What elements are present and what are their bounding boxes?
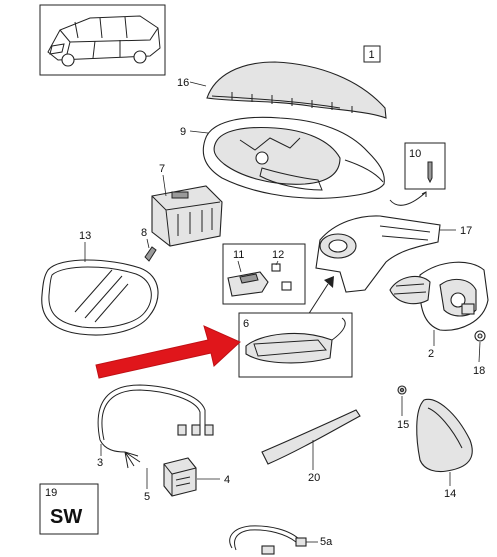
part-13-mirror-glass: 13	[41, 230, 159, 336]
label-11: 11	[233, 249, 244, 261]
label-20: 20	[308, 472, 320, 484]
part-2-mounting-base: 2	[389, 261, 489, 360]
part-20-seal-strip: 20	[261, 409, 361, 484]
label-14: 14	[444, 488, 456, 500]
part-7-motor: 7	[151, 163, 223, 247]
part-5-terminal: 5	[144, 468, 150, 503]
label-6: 6	[243, 318, 249, 330]
part-18-nut: 18	[473, 330, 486, 377]
callout-box-19: 19 SW	[39, 483, 99, 535]
sw-code: SW	[50, 506, 82, 528]
label-10: 10	[409, 148, 421, 160]
assembly-arrow	[307, 276, 334, 316]
label-13: 13	[79, 230, 91, 242]
label-18: 18	[473, 365, 485, 377]
label-8: 8	[141, 227, 147, 239]
part-9-mirror-housing: 9	[180, 116, 385, 199]
part-17-bracket: 17	[315, 215, 472, 293]
callout-box-1: 1	[363, 45, 381, 63]
part-3-cable-harness: 3	[97, 384, 214, 469]
label-2: 2	[428, 348, 434, 360]
label-15: 15	[397, 419, 409, 431]
label-5a: 5a	[320, 536, 333, 548]
callout-box-6: 6	[238, 312, 353, 378]
label-4: 4	[224, 474, 230, 486]
label-9: 9	[180, 126, 186, 138]
part-5a-cable: 5a	[229, 525, 333, 555]
label-19: 19	[45, 487, 57, 499]
label-17: 17	[460, 225, 472, 237]
label-3: 3	[97, 457, 103, 469]
part-15-clip: 15	[397, 385, 409, 431]
label-1: 1	[369, 49, 375, 61]
part-16-cover-cap: 16	[177, 61, 387, 119]
highlight-arrow	[95, 325, 241, 379]
car-thumbnail	[39, 4, 166, 76]
part-14-triangle-cover: 14	[416, 398, 473, 500]
label-16: 16	[177, 77, 189, 89]
label-12: 12	[272, 249, 284, 261]
callout-box-10: 10	[389, 142, 446, 206]
part-8-screw: 8	[141, 227, 157, 262]
part-4-connector: 4	[163, 457, 230, 497]
label-5: 5	[144, 491, 150, 503]
callout-box-11-12: 11 12	[222, 243, 306, 305]
label-7: 7	[159, 163, 165, 175]
